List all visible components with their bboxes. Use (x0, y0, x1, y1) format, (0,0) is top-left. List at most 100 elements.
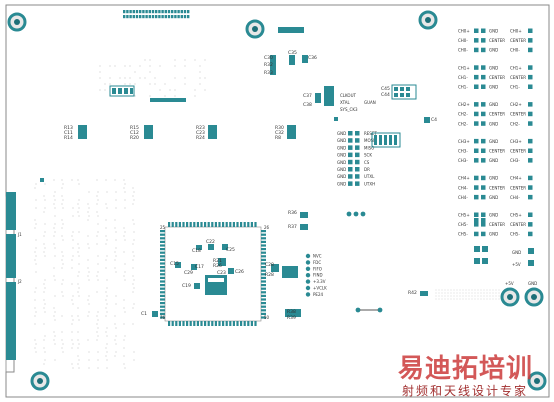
channel-pin (528, 121, 533, 126)
silk-dot (77, 347, 78, 348)
channel-label: CH1- (510, 85, 520, 90)
chip-pin (182, 321, 184, 326)
channel-pin (528, 213, 533, 218)
channel-label: CH2- (458, 112, 468, 117)
channel-label: CH0- (458, 38, 468, 43)
chip-pin (160, 255, 165, 257)
silk-dot (99, 77, 100, 78)
silk-dot (114, 267, 115, 268)
silk-dot (97, 351, 98, 352)
silk-dot (129, 65, 130, 66)
silk-dot (133, 231, 134, 232)
spi-pin (355, 153, 360, 158)
silk-dot (44, 335, 45, 336)
chip-pin (211, 222, 213, 227)
silk-dot (466, 293, 467, 294)
silk-dot (487, 293, 488, 294)
silk-dot (115, 239, 116, 240)
chip-pin (160, 273, 165, 275)
silk-dot (204, 59, 205, 60)
silk-dot (490, 290, 491, 291)
channel-pin (481, 65, 486, 70)
header-top (123, 10, 189, 18)
refdes: R14 (64, 135, 73, 141)
clock-label: GUAN (364, 100, 376, 105)
silk-dot (115, 271, 116, 272)
silk-dot (71, 267, 72, 268)
silk-dot (124, 335, 125, 336)
spi-pin (374, 135, 377, 145)
silk-dot (77, 179, 78, 180)
gnd-label: GND (489, 29, 498, 34)
gnd-label: GND (337, 153, 346, 158)
silk-dot (77, 283, 78, 284)
silk-dot (99, 65, 100, 66)
channel-pin (481, 232, 486, 237)
channel-pin (481, 29, 486, 34)
header-pin (161, 10, 163, 13)
silk-dot (124, 77, 125, 78)
chip-pin (179, 321, 181, 326)
silk-dot (466, 290, 467, 291)
chip-pin (261, 244, 266, 246)
silk-dot (123, 355, 124, 356)
refdes: R20 (130, 135, 139, 141)
silk-dot (34, 227, 35, 228)
silk-dot (123, 235, 124, 236)
silk-dot (62, 279, 63, 280)
silk-dot (114, 219, 115, 220)
silk-dot (115, 343, 116, 344)
silk-dot (493, 293, 494, 294)
silk-dot (124, 271, 125, 272)
silk-dot (72, 255, 73, 256)
silk-dot (78, 215, 79, 216)
silk-dot (132, 187, 133, 188)
silk-dot (54, 255, 55, 256)
power-label: FIND (313, 273, 323, 278)
silk-dot (88, 191, 89, 192)
silk-dot (472, 299, 473, 300)
silk-dot (132, 283, 133, 284)
silk-dot (61, 339, 62, 340)
board-outline (6, 5, 549, 397)
silk-dot (87, 243, 88, 244)
silk-dot (97, 335, 98, 336)
silk-dot (445, 293, 446, 294)
silk-dot (106, 287, 107, 288)
silk-dot (457, 296, 458, 297)
chip-pin (218, 321, 220, 326)
silk-dot (35, 239, 36, 240)
gnd-label: CENTER (489, 38, 505, 43)
refdes: C29 (184, 270, 193, 276)
silk-dot (115, 199, 116, 200)
channel-label: CH2+ (510, 102, 522, 107)
silk-dot (194, 89, 195, 90)
chip-pin (172, 222, 174, 227)
header-pin (177, 10, 179, 13)
silk-dot (451, 290, 452, 291)
chip-pin (160, 230, 165, 232)
header-pin (139, 10, 141, 13)
silk-dot (439, 293, 440, 294)
chip-pin (160, 284, 165, 286)
silk-dot (451, 296, 452, 297)
right-power: GND +5V +5V GND (474, 246, 537, 286)
silk-dot (105, 331, 106, 332)
gnd-label: GND (489, 85, 498, 90)
silk-dot (454, 296, 455, 297)
silk-dot (132, 251, 133, 252)
silk-dot (114, 339, 115, 340)
silk-dot (78, 367, 79, 368)
gnd-label: GND (489, 102, 498, 107)
silk-dot (97, 359, 98, 360)
silk-dot (469, 299, 470, 300)
channel-label: CH4- (510, 195, 520, 200)
silk-dot (78, 255, 79, 256)
channel-label: CH0- (458, 48, 468, 53)
silk-dot (106, 367, 107, 368)
silk-dot (132, 195, 133, 196)
silk-dot (78, 287, 79, 288)
channel-label: CH1- (458, 75, 468, 80)
silk-dot (174, 95, 175, 96)
gnd-label: CENTER (489, 222, 505, 227)
